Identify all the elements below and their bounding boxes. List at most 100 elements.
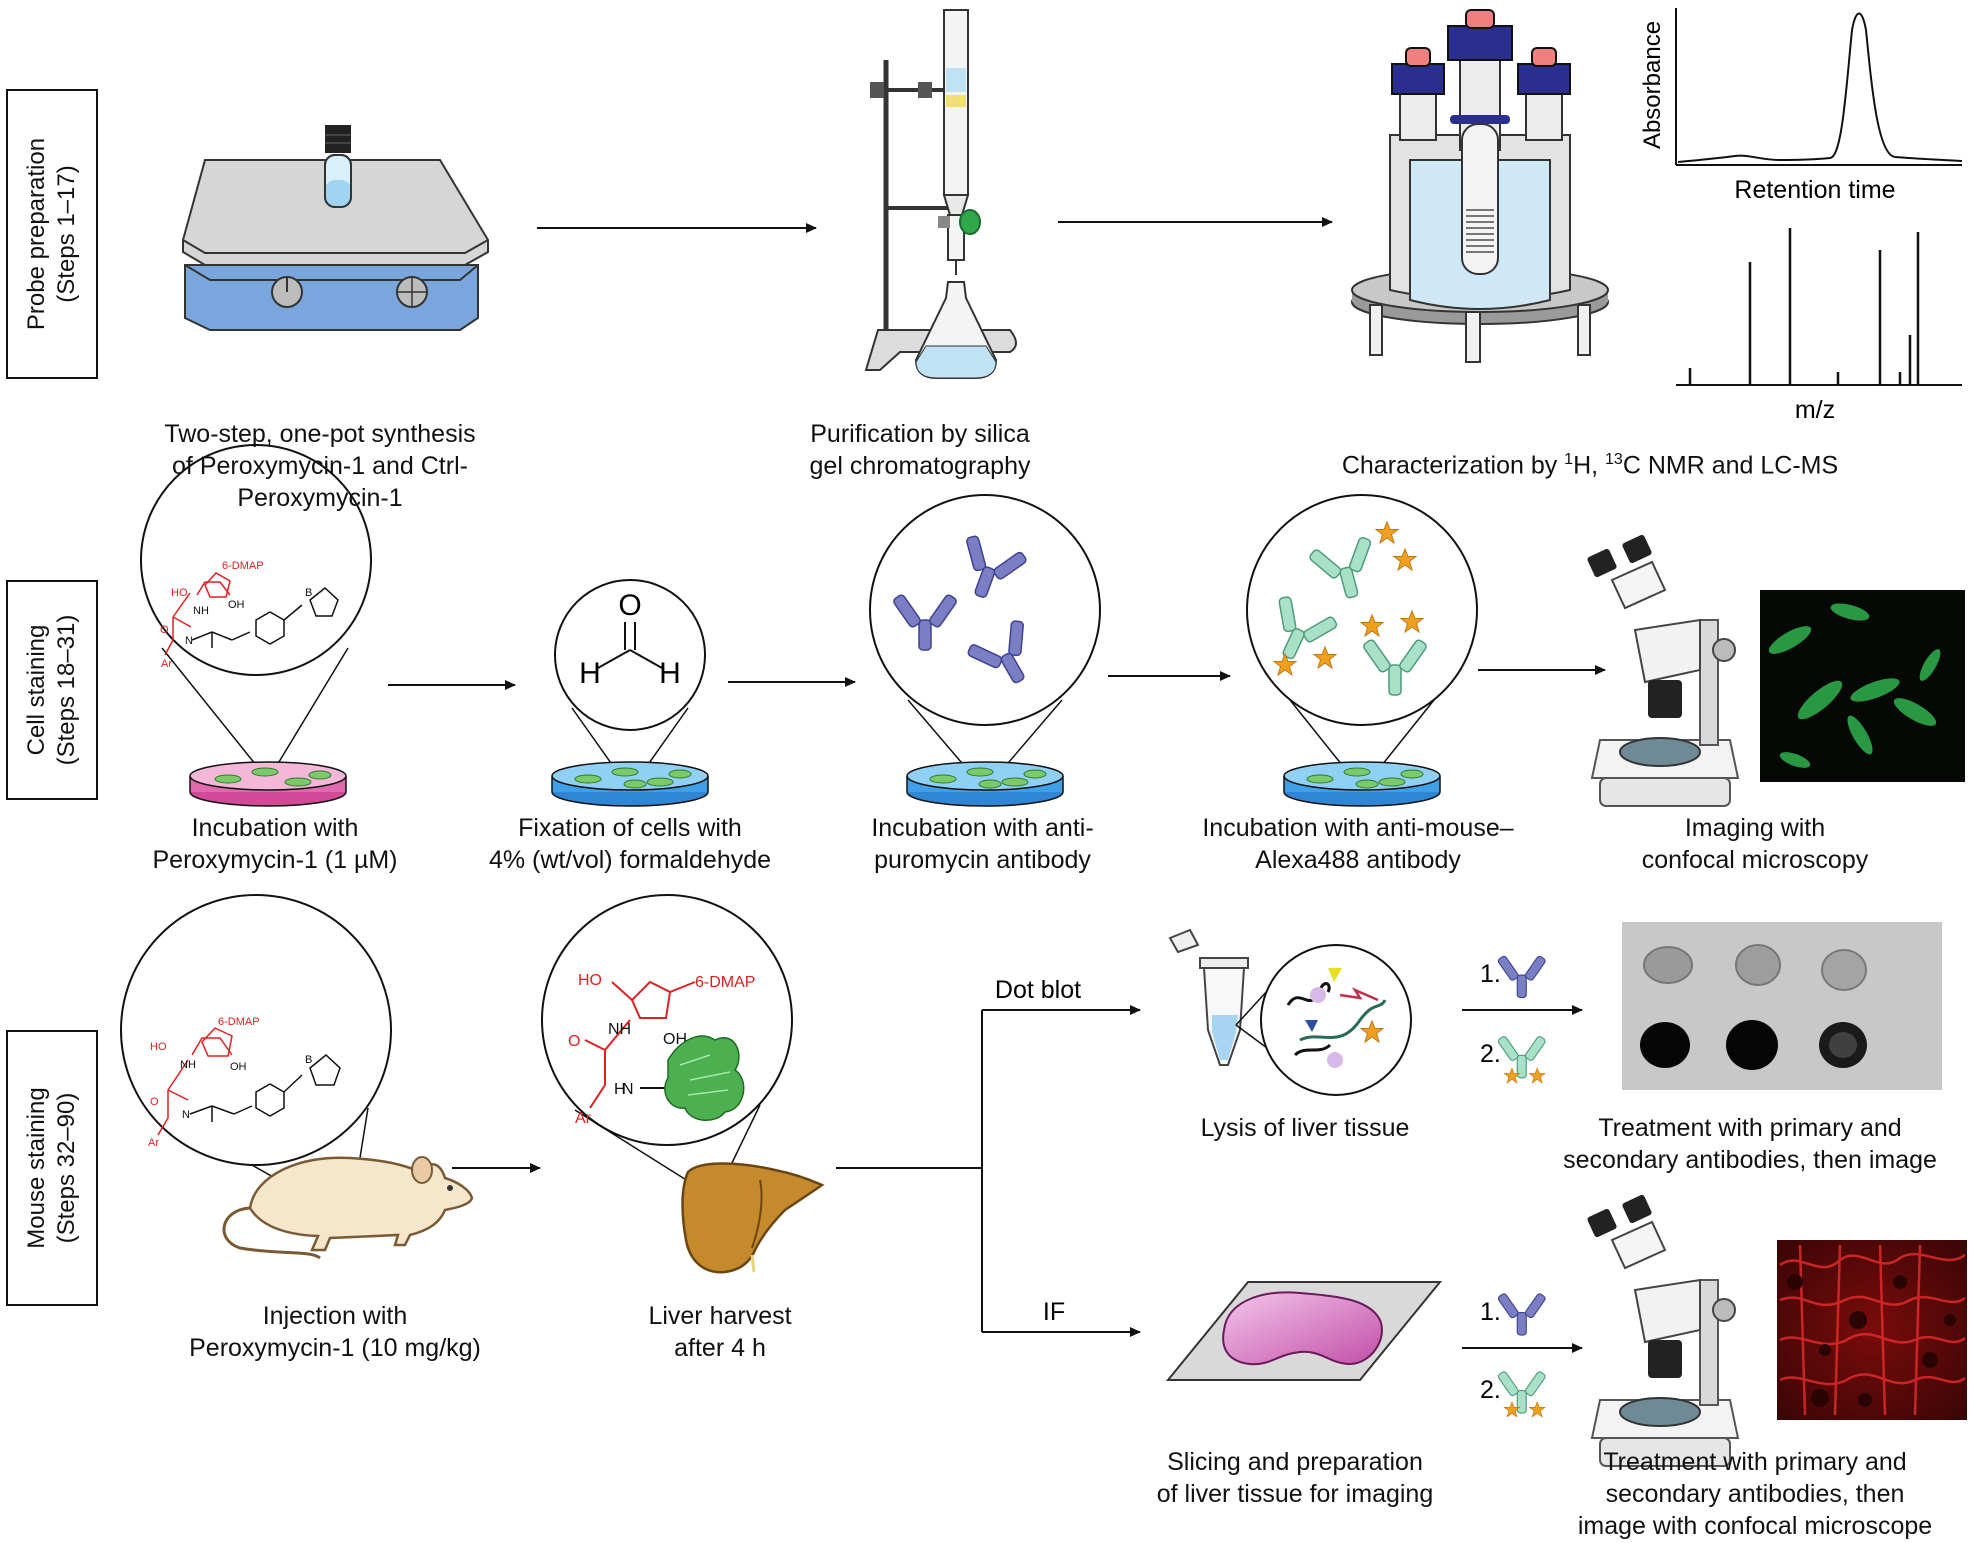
primary-antibody-icon — [1496, 954, 1547, 999]
mol2-b: B — [305, 1054, 312, 1066]
caption-char-sup2: 13 — [1605, 451, 1623, 468]
caption-if-treatment: Treatment with primary and secondary ant… — [1555, 1446, 1955, 1542]
mol1-o: O — [160, 624, 169, 636]
chromatogram-ylabel: Absorbance — [1639, 21, 1666, 149]
formaldehyde-zoom-circle: O H H — [554, 579, 706, 791]
petri-dish-pink-icon — [189, 761, 347, 807]
branch-connector — [836, 1005, 1141, 1337]
caption-if-treatment-line1: Treatment with primary and — [1603, 1448, 1907, 1476]
microscope-icon — [1585, 1192, 1739, 1467]
dot-step1-label: 1. — [1480, 960, 1501, 988]
mol3-nh: NH — [608, 1021, 631, 1038]
mol1-ho: HO — [171, 587, 188, 599]
caption-if-treatment-line2: secondary antibodies, then — [1605, 1480, 1905, 1508]
caption-dot-treatment: Treatment with primary and secondary ant… — [1540, 1112, 1960, 1176]
caption-dot-treatment-line1: Treatment with primary and — [1598, 1114, 1902, 1142]
caption-slicing-line2: of liver tissue for imaging — [1156, 1480, 1434, 1508]
mol2-nh: NH — [180, 1059, 196, 1071]
caption-slicing: Slicing and preparation of liver tissue … — [1140, 1446, 1450, 1510]
caption-primary: Incubation with anti- puromycin antibody — [855, 812, 1110, 876]
formaldehyde-o: O — [618, 589, 641, 622]
caption-primary-line2: puromycin antibody — [874, 846, 1091, 874]
mol2-o: O — [150, 1096, 159, 1108]
secondary-antibody-icon — [1496, 1034, 1547, 1079]
caption-imaging-line2: confocal microscopy — [1641, 846, 1869, 874]
mol3-h: H — [614, 1081, 626, 1098]
caption-char-post: C NMR and LC-MS — [1622, 451, 1839, 480]
caption-harvest-line2: after 4 h — [674, 1334, 766, 1362]
mol2-dmap: 6-DMAP — [218, 1016, 260, 1028]
caption-characterization: Characterization by 1H, 13C NMR and LC-M… — [1295, 444, 1885, 481]
caption-secondary-line2: Alexa488 antibody — [1255, 846, 1461, 874]
mol1-nh: NH — [193, 605, 209, 617]
caption-imaging-line1: Imaging with — [1684, 814, 1826, 842]
mol1-oh: OH — [228, 599, 245, 611]
caption-synthesis-line2: of Peroxymycin-1 and Ctrl- — [172, 452, 468, 480]
caption-incubation-line2: Peroxymycin-1 (1 µM) — [152, 846, 398, 874]
caption-incubation: Incubation with Peroxymycin-1 (1 µM) — [150, 812, 400, 876]
caption-lysis: Lysis of liver tissue — [1170, 1112, 1440, 1144]
caption-fixation-line1: Fixation of cells with — [518, 814, 742, 842]
mass-spectrum-chart: m/z — [1676, 228, 1962, 424]
if-step1-label: 1. — [1480, 1298, 1501, 1326]
caption-imaging: Imaging with confocal microscopy — [1625, 812, 1885, 876]
mouse-icon — [222, 1156, 474, 1260]
chromatography-column-icon — [864, 9, 1017, 379]
caption-purification: Purification by silica gel chromatograph… — [770, 418, 1070, 482]
caption-secondary-line1: Incubation with anti-mouse– — [1202, 814, 1514, 842]
fluorophore-star-icon — [1529, 1067, 1546, 1084]
stage-cell-staining: Cell staining (Steps 18–31) — [6, 580, 98, 800]
petri-dish-blue-icon — [551, 761, 709, 807]
caption-harvest-line1: Liver harvest — [648, 1302, 792, 1330]
mol2-ho: HO — [150, 1041, 167, 1053]
mol2-n: N — [182, 1109, 190, 1121]
confocal-green-image — [1760, 590, 1965, 782]
mol1-ar: Ar — [161, 658, 172, 670]
primary-antibody-icon — [1496, 1292, 1547, 1336]
caption-slicing-line1: Slicing and preparation — [1167, 1448, 1423, 1476]
stage-mouse-staining: Mouse staining (Steps 32–90) — [6, 1030, 98, 1306]
mol3-ho: HO — [578, 972, 602, 989]
caption-dot-treatment-line2: secondary antibodies, then image — [1563, 1146, 1937, 1174]
protein-zoom-circle: HO 6-DMAP OH NH O Ar H N — [541, 894, 793, 1199]
if-step2-label: 2. — [1480, 1376, 1501, 1404]
hot-plate-icon — [182, 125, 489, 331]
lysate-zoom-circle — [1235, 944, 1412, 1096]
caption-if-treatment-line3: image with confocal microscope — [1577, 1512, 1933, 1540]
dot-step2-label: 2. — [1480, 1040, 1501, 1068]
caption-harvest: Liver harvest after 4 h — [620, 1300, 820, 1364]
caption-injection-line2: Peroxymycin-1 (10 mg/kg) — [189, 1334, 481, 1362]
caption-fixation-line2: 4% (wt/vol) formaldehyde — [488, 846, 772, 874]
caption-injection: Injection with Peroxymycin-1 (10 mg/kg) — [175, 1300, 495, 1364]
caption-char-sup1: 1 — [1564, 451, 1574, 468]
formaldehyde-h2: H — [659, 657, 681, 690]
caption-injection-line1: Injection with — [262, 1302, 408, 1330]
caption-char-mid: H, — [1573, 451, 1606, 480]
primary-antibody-zoom-circle — [869, 494, 1101, 791]
molecule-zoom-circle-1: HO 6-DMAP OH NH O Ar N B — [140, 444, 372, 781]
nmr-flask-icon — [1351, 9, 1609, 363]
formaldehyde-h1: H — [579, 657, 601, 690]
chromatogram-chart: Absorbance Retention time — [1639, 8, 1963, 204]
caption-purification-line1: Purification by silica — [810, 420, 1030, 448]
molecule-zoom-circle-2: HO 6-DMAP OH NH O Ar N B — [120, 894, 392, 1221]
liver-icon — [681, 1162, 825, 1274]
mol1-n: N — [185, 635, 193, 647]
mol1-dmap: 6-DMAP — [222, 560, 264, 572]
mol2-ar: Ar — [148, 1137, 159, 1149]
petri-dish-blue-icon — [906, 761, 1064, 807]
mol3-dmap: 6-DMAP — [695, 974, 755, 991]
dot-blot-membrane-image — [1622, 922, 1942, 1090]
mol3-n: N — [622, 1081, 634, 1098]
eppendorf-tube-icon — [1168, 928, 1249, 1066]
dot-blot-label: Dot blot — [995, 976, 1081, 1004]
confocal-red-image — [1777, 1240, 1967, 1420]
mol3-ar: Ar — [575, 1110, 592, 1127]
stage-probe-preparation: Probe preparation (Steps 1–17) — [6, 89, 98, 379]
caption-synthesis: Two-step, one-pot synthesis of Peroxymyc… — [130, 418, 510, 514]
fluorophore-star-icon — [1529, 1401, 1546, 1418]
caption-primary-line1: Incubation with anti- — [871, 814, 1094, 842]
caption-lysis-line1: Lysis of liver tissue — [1200, 1114, 1410, 1142]
caption-synthesis-line3: Peroxymycin-1 — [237, 484, 403, 512]
chromatogram-xlabel: Retention time — [1734, 176, 1895, 204]
